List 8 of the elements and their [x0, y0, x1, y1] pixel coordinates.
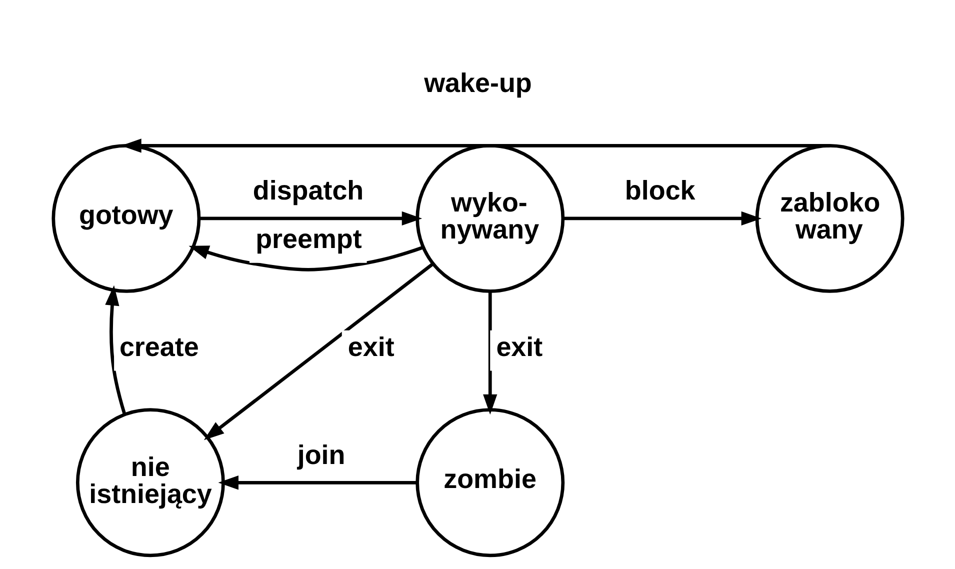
edge-label: preempt	[255, 224, 362, 254]
edge-label: wake-up	[424, 68, 532, 98]
edge-label: join	[296, 440, 345, 470]
edge-label: create	[118, 332, 198, 362]
edge-label: exit	[496, 332, 542, 362]
edge-label: block	[624, 176, 695, 206]
edge-label: dispatch	[252, 176, 364, 206]
edge-label: exit	[347, 332, 394, 362]
